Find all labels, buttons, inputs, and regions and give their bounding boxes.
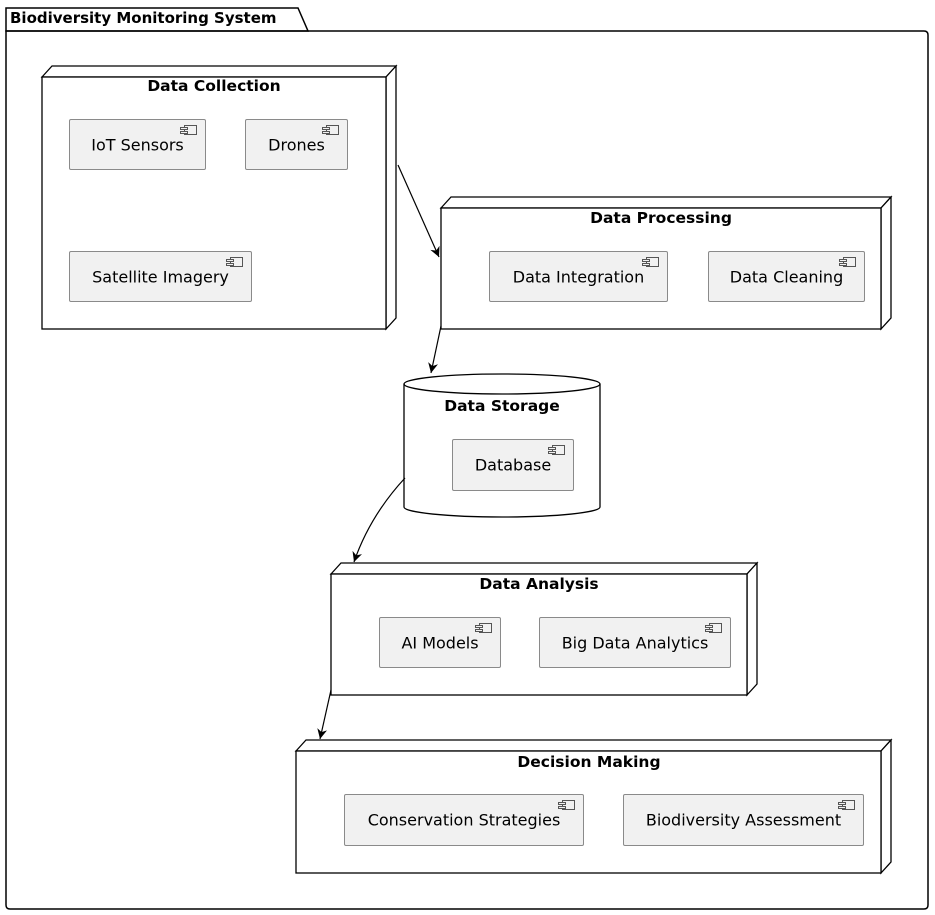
component-iot-sensors[interactable]: IoT Sensors bbox=[69, 119, 206, 170]
component-biodiversity-assessment[interactable]: Biodiversity Assessment bbox=[623, 794, 864, 846]
component-icon bbox=[705, 623, 723, 634]
arrow-storage-to-analysis bbox=[352, 477, 406, 563]
component-label: AI Models bbox=[401, 633, 479, 652]
component-icon bbox=[642, 257, 660, 268]
component-conservation-strategies[interactable]: Conservation Strategies bbox=[344, 794, 584, 846]
component-label: Database bbox=[474, 455, 552, 475]
arrow-processing-to-storage bbox=[428, 325, 442, 374]
component-database[interactable]: Database bbox=[452, 439, 574, 491]
component-icon bbox=[839, 257, 857, 268]
component-icon bbox=[548, 445, 566, 456]
component-drones[interactable]: Drones bbox=[245, 119, 348, 170]
component-ai-models[interactable]: AI Models bbox=[379, 617, 501, 668]
component-satellite-imagery[interactable]: Satellite Imagery bbox=[69, 251, 252, 302]
component-data-cleaning[interactable]: Data Cleaning bbox=[708, 251, 865, 302]
component-label: Biodiversity Assessment bbox=[645, 810, 842, 830]
component-label: Data Cleaning bbox=[729, 267, 844, 286]
component-icon bbox=[226, 257, 244, 268]
component-label: IoT Sensors bbox=[91, 135, 184, 154]
component-label: Conservation Strategies bbox=[367, 810, 561, 830]
component-icon bbox=[180, 125, 198, 136]
arrow-collection-to-processing bbox=[397, 164, 440, 258]
component-label: Drones bbox=[268, 135, 325, 154]
component-icon bbox=[322, 125, 340, 136]
package-frame bbox=[5, 7, 929, 910]
component-icon bbox=[558, 800, 576, 811]
component-label: Satellite Imagery bbox=[92, 267, 229, 286]
component-big-data-analytics[interactable]: Big Data Analytics bbox=[539, 617, 731, 668]
arrow-analysis-to-decision bbox=[317, 689, 332, 740]
component-icon bbox=[475, 623, 493, 634]
component-icon bbox=[838, 800, 856, 811]
component-label: Data Integration bbox=[512, 267, 645, 286]
component-label: Big Data Analytics bbox=[561, 633, 709, 652]
component-data-integration[interactable]: Data Integration bbox=[489, 251, 668, 302]
